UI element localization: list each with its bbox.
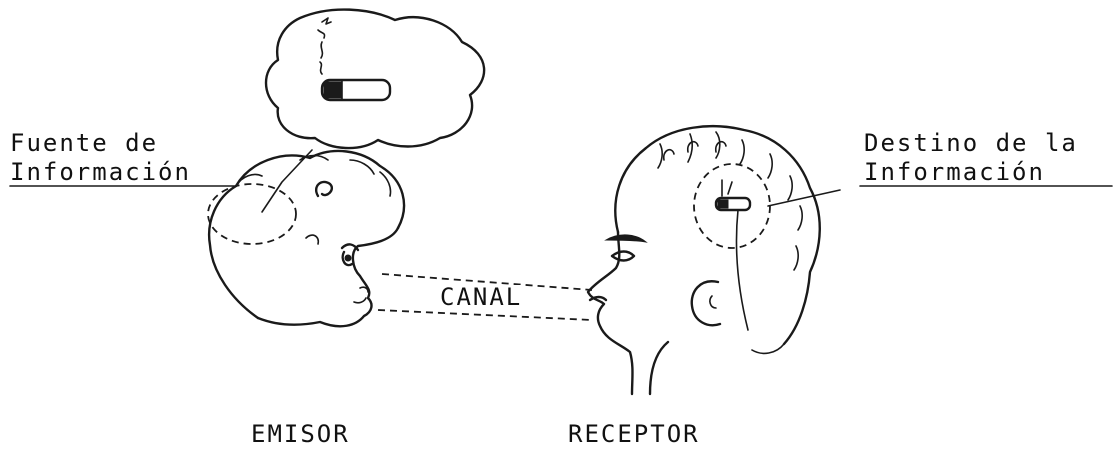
destination-label-line2: Información — [864, 160, 1045, 184]
destination-label-line1: Destino de la — [864, 131, 1078, 155]
source-label-line1: Fuente de — [10, 131, 158, 155]
sender-label: EMISOR — [251, 422, 350, 446]
source-region — [208, 184, 296, 244]
sender-head — [209, 151, 404, 326]
channel-label: CANAL — [438, 285, 524, 309]
destination-region — [694, 164, 770, 248]
thought-bubble — [266, 10, 484, 149]
receiver-head — [588, 126, 820, 394]
source-label-line2: Información — [10, 160, 191, 184]
receiver-label: RECEPTOR — [568, 422, 700, 446]
destination-pointer-line — [768, 190, 840, 206]
